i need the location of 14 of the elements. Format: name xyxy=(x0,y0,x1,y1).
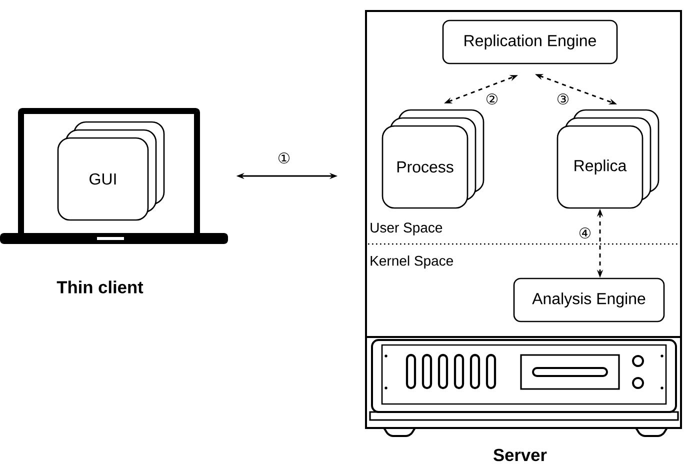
node-label: Server xyxy=(494,448,547,462)
stacked-window: Process xyxy=(382,109,484,209)
process-box: Analysis Engine xyxy=(513,278,665,322)
edge-label: ④ xyxy=(577,226,593,240)
stacked-window: GUI xyxy=(57,121,165,221)
process-box: Replication Engine xyxy=(442,20,618,64)
region-label: User Space xyxy=(370,222,442,236)
edge-label: ① xyxy=(276,151,292,165)
region-label: Kernel Space xyxy=(370,255,453,269)
server-drawing xyxy=(365,10,682,437)
stacked-window: Replica xyxy=(556,109,660,209)
edge-label: ② xyxy=(484,92,500,106)
node-label: Thin client xyxy=(56,280,144,294)
edge-label: ③ xyxy=(555,92,571,106)
